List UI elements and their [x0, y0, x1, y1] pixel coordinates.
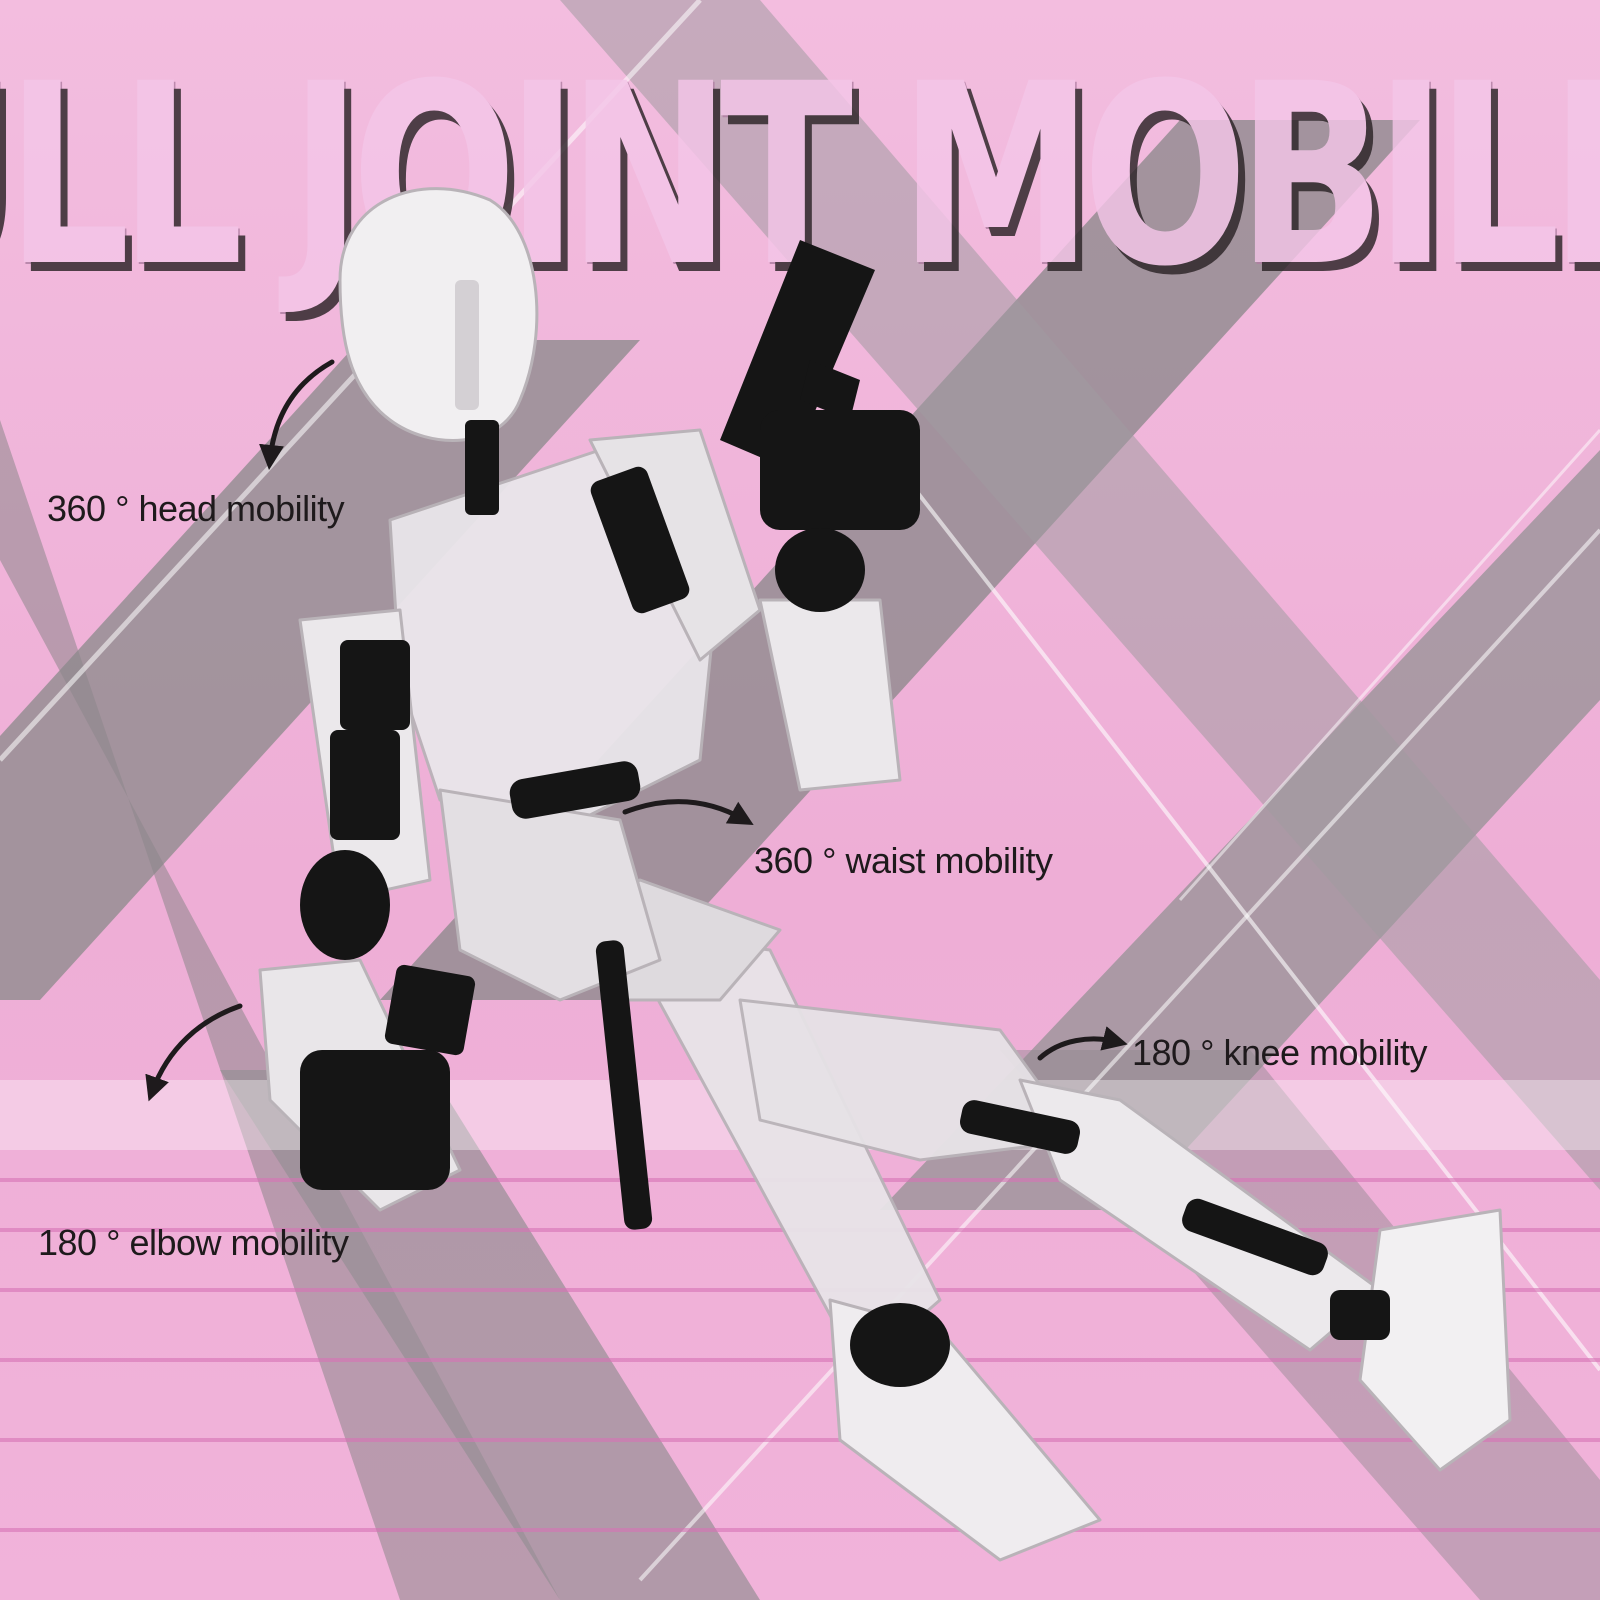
waist-arrow: [622, 799, 754, 825]
elbow-arrow: [145, 1003, 243, 1102]
waist-mobility-label: 360 ° waist mobility: [754, 840, 1053, 881]
head-mobility-label: 360 ° head mobility: [47, 488, 345, 529]
knee-mobility-label: 180 ° knee mobility: [1132, 1032, 1428, 1073]
knee-arrow: [1037, 1026, 1128, 1061]
elbow-mobility-label: 180 ° elbow mobility: [38, 1222, 349, 1263]
head-arrow: [259, 359, 335, 470]
